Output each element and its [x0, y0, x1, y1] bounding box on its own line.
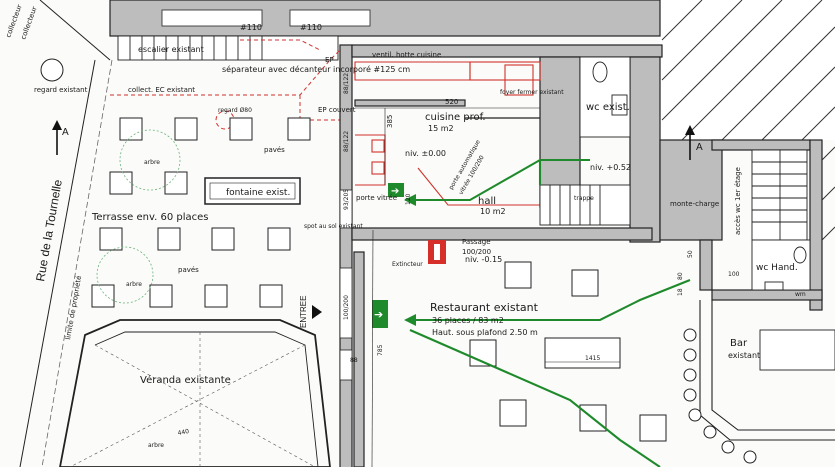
rue-label: Rue de la Tournelle — [33, 178, 65, 282]
escape-routes — [404, 158, 691, 467]
trappe-label: trappe — [574, 195, 594, 202]
dim-88: 88 — [350, 357, 358, 364]
spot-label: spot au sol existant — [304, 223, 363, 230]
ventil-label: ventil. hotte cuisine — [372, 51, 441, 59]
dim-88-122: 88/122 — [343, 73, 350, 94]
wc-exist-label: wc exist. — [586, 102, 630, 113]
veranda-label: Véranda existante — [140, 374, 231, 386]
monte-label: monte-charge — [670, 200, 719, 208]
bar-label: Bar — [730, 338, 748, 349]
limite-label: limite de propriété — [64, 275, 83, 340]
niv-052-label: niv. +0.52 — [590, 163, 631, 172]
cuisine-area-label: 15 m2 — [428, 124, 454, 133]
dim-18: 18 — [677, 288, 684, 296]
dim-80: 80 — [677, 272, 684, 280]
regard-existant-label: regard existant — [34, 86, 88, 94]
terrasse-label: Terrasse env. 60 places — [91, 212, 209, 223]
porte-vitree-label: porte vitrée — [356, 194, 397, 202]
separateur-label: séparateur avec décanteur incorporé #125… — [222, 64, 410, 74]
north-label-2: A — [696, 142, 703, 153]
extincteur-label: Extincteur — [392, 261, 423, 268]
dim-88-122b: 88/122 — [343, 131, 350, 152]
niv-015-label: niv. -0.15 — [465, 255, 502, 264]
dim-100-200: 100/200 — [343, 295, 350, 320]
wc-hand-label: wc Hand. — [756, 263, 798, 273]
exit-sign-restaurant — [372, 300, 388, 328]
exit-sign-hall — [388, 183, 404, 197]
dim-50: 50 — [687, 250, 694, 258]
dim-wm: wm — [795, 291, 806, 298]
passage-dim-label: 100/200 — [462, 248, 491, 256]
dim-385: 385 — [386, 115, 394, 128]
foyer-label: foyer fermer existant — [500, 89, 564, 96]
kitchen-equipment — [354, 61, 541, 206]
wc-access-stairs — [751, 149, 808, 241]
dim-440: 440 — [177, 428, 190, 437]
paves-label-2: pavés — [178, 266, 199, 274]
hall-area-label: 10 m2 — [480, 207, 506, 216]
dim-110-a: #110 — [240, 23, 262, 32]
regard-circle — [40, 58, 64, 82]
escalier-label: escalier existant — [138, 45, 204, 54]
dim-120: 120 — [405, 193, 412, 205]
restaurant-places-label: 36 places / 83 m2 — [432, 316, 504, 325]
ep-couvert-label: EP couvert — [318, 106, 356, 114]
arbre-label-3: arbre — [148, 442, 164, 449]
fontaine-basin — [204, 177, 301, 205]
escalier-stairs — [117, 35, 339, 61]
restaurant-tables — [469, 261, 667, 442]
north-arrow-right-icon — [685, 125, 695, 160]
wc-top — [579, 56, 631, 138]
svg-text:➔: ➔ — [374, 308, 383, 321]
street-boundary — [19, 0, 113, 467]
hall-label: hall — [478, 196, 496, 207]
dim-100: 100 — [728, 271, 740, 278]
arbre-label-2: arbre — [126, 281, 142, 288]
entree-label: ENTREE — [299, 296, 308, 328]
restaurant-label: Restaurant existant — [430, 301, 539, 314]
ep-label: EP — [325, 56, 334, 64]
north-arrow-left-icon — [52, 120, 62, 155]
paves-label-1: pavés — [264, 146, 285, 154]
arbre-label-1: arbre — [144, 159, 160, 166]
cuisine-label: cuisine prof. — [425, 112, 486, 123]
collect-ec-label: collect. EC existant — [128, 86, 195, 94]
dim-1415: 1415 — [585, 355, 600, 362]
dim-520: 520 — [445, 98, 458, 106]
collecteur-label-2: collecteur — [19, 5, 38, 40]
niv-000-label: niv. ±0.00 — [405, 149, 446, 158]
veranda-structure — [59, 319, 331, 467]
fontaine-label: fontaine exist. — [226, 188, 290, 198]
regard-80-label: regard Ø80 — [218, 107, 252, 114]
acces-wc-label: accès wc 1er étage — [734, 167, 742, 235]
restaurant-plafond-label: Haut. sous plafond 2.50 m — [432, 328, 538, 337]
bar-exist-label: existant — [728, 351, 760, 360]
terrace-tables — [91, 117, 311, 308]
hall-stairs — [539, 184, 631, 226]
bar-counter — [683, 300, 835, 464]
passage-label: Passage — [462, 238, 491, 246]
wc-hand-room — [751, 239, 811, 291]
entrance-arrow-icon — [312, 305, 322, 319]
dim-785: 785 — [377, 344, 384, 356]
svg-text:➔: ➔ — [391, 186, 399, 197]
dim-93-205: 93/205 — [343, 189, 350, 210]
north-label-1: A — [62, 127, 69, 138]
dim-110-b: #110 — [300, 23, 322, 32]
